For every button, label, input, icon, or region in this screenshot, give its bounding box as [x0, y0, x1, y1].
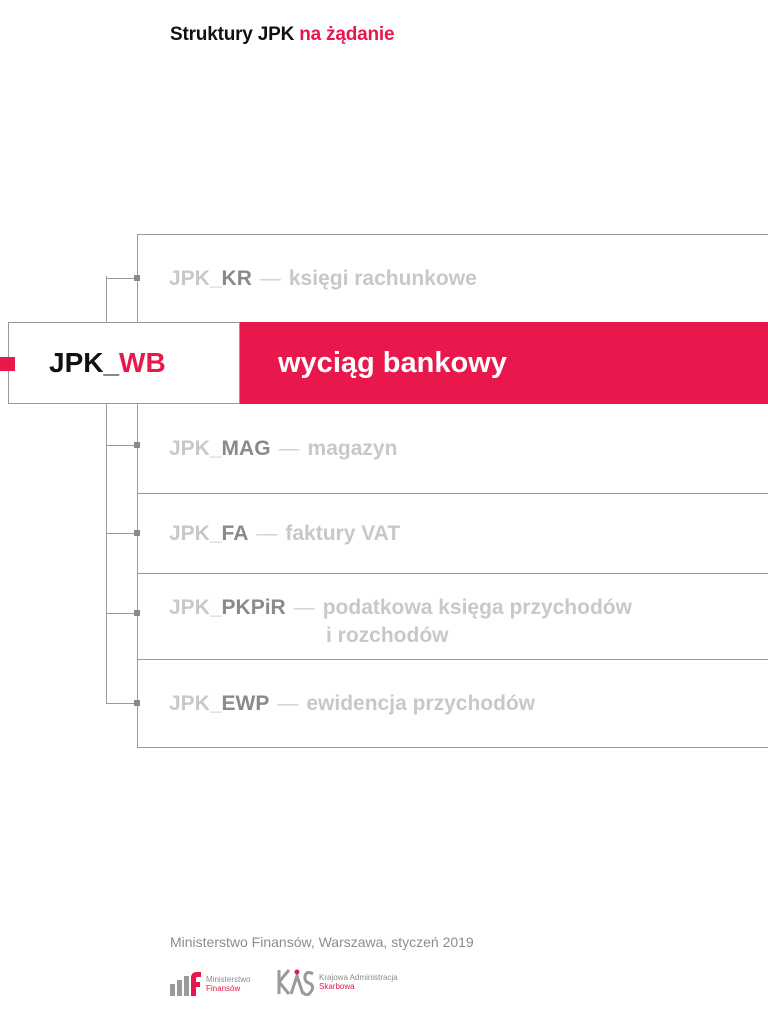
node-dot-fa	[134, 530, 140, 536]
kas-logo: Krajowa Administracja Skarbowa	[277, 966, 398, 998]
kas-logo-icon	[277, 969, 315, 997]
list-item-fa: JPK_FA — faktury VAT	[137, 493, 768, 573]
item-description-line2: i rozchodów	[326, 624, 449, 647]
mf-logo-line2: Finansów	[206, 984, 241, 993]
highlight-code-suffix: WB	[119, 347, 166, 378]
kas-logo-line1: Krajowa Administracja	[319, 973, 398, 982]
item-description: podatkowa księga przychodów	[322, 596, 632, 619]
item-separator: —	[293, 596, 315, 619]
tree-connector-fa	[106, 533, 137, 534]
tree-connector-pkpir	[106, 613, 137, 614]
kas-logo-line2: Skarbowa	[319, 982, 355, 991]
item-description: magazyn	[307, 436, 398, 460]
node-dot-ewp	[134, 700, 140, 706]
tree-frame	[137, 234, 768, 748]
node-dot-kr	[134, 275, 140, 281]
highlight-description: wyciąg bankowy	[278, 346, 507, 379]
node-dot-mag	[134, 442, 140, 448]
highlight-code-prefix: JPK_	[49, 347, 120, 378]
highlight-marker	[0, 357, 15, 371]
mf-logo-line1: Ministerstwo	[206, 975, 251, 984]
mf-logo-text: Ministerstwo Finansów	[206, 975, 250, 993]
title-prefix: Struktury JPK	[170, 24, 295, 45]
tree-connector-kr	[106, 278, 137, 279]
tree-connector-mag	[106, 445, 137, 446]
item-description: ewidencja przychodów	[306, 691, 536, 715]
node-dot-pkpir	[134, 610, 140, 616]
list-item-mag: JPK_MAG — magazyn	[137, 404, 768, 493]
item-separator: —	[278, 436, 300, 460]
item-separator: —	[256, 521, 278, 545]
tree-connector-ewp	[106, 703, 137, 704]
highlight-description-band: wyciąg bankowy	[240, 322, 768, 404]
tree-connector-vertical	[106, 276, 107, 704]
list-item-pkpir: JPK_PKPiR — podatkowa księga przychodów i …	[137, 573, 768, 659]
mf-logo-icon	[170, 972, 201, 996]
item-text: JPK_PKPiR — podatkowa księga przychodów i …	[169, 594, 632, 650]
item-code: JPK_MAG	[169, 436, 271, 460]
list-item-kr: JPK_KR — księgi rachunkowe	[137, 234, 768, 322]
item-separator: —	[277, 691, 299, 715]
footer-text: Ministerstwo Finansów, Warszawa, styczeń…	[170, 934, 474, 950]
item-code: JPK_KR	[169, 266, 252, 290]
item-description: księgi rachunkowe	[288, 266, 477, 290]
item-code: JPK_FA	[169, 521, 249, 545]
highlight-code-box: JPK_WB	[8, 322, 240, 404]
item-description: faktury VAT	[285, 521, 401, 545]
page-title: Struktury JPK na żądanie	[170, 24, 395, 46]
item-code: JPK_PKPiR	[169, 596, 286, 619]
title-accent: na żądanie	[299, 24, 395, 45]
ministerstwo-finansow-logo: Ministerstwo Finansów	[170, 970, 250, 998]
kas-logo-text: Krajowa Administracja Skarbowa	[319, 973, 398, 991]
item-code: JPK_EWP	[169, 691, 270, 715]
item-separator: —	[259, 266, 281, 290]
list-item-ewp: JPK_EWP — ewidencja przychodów	[137, 659, 768, 748]
